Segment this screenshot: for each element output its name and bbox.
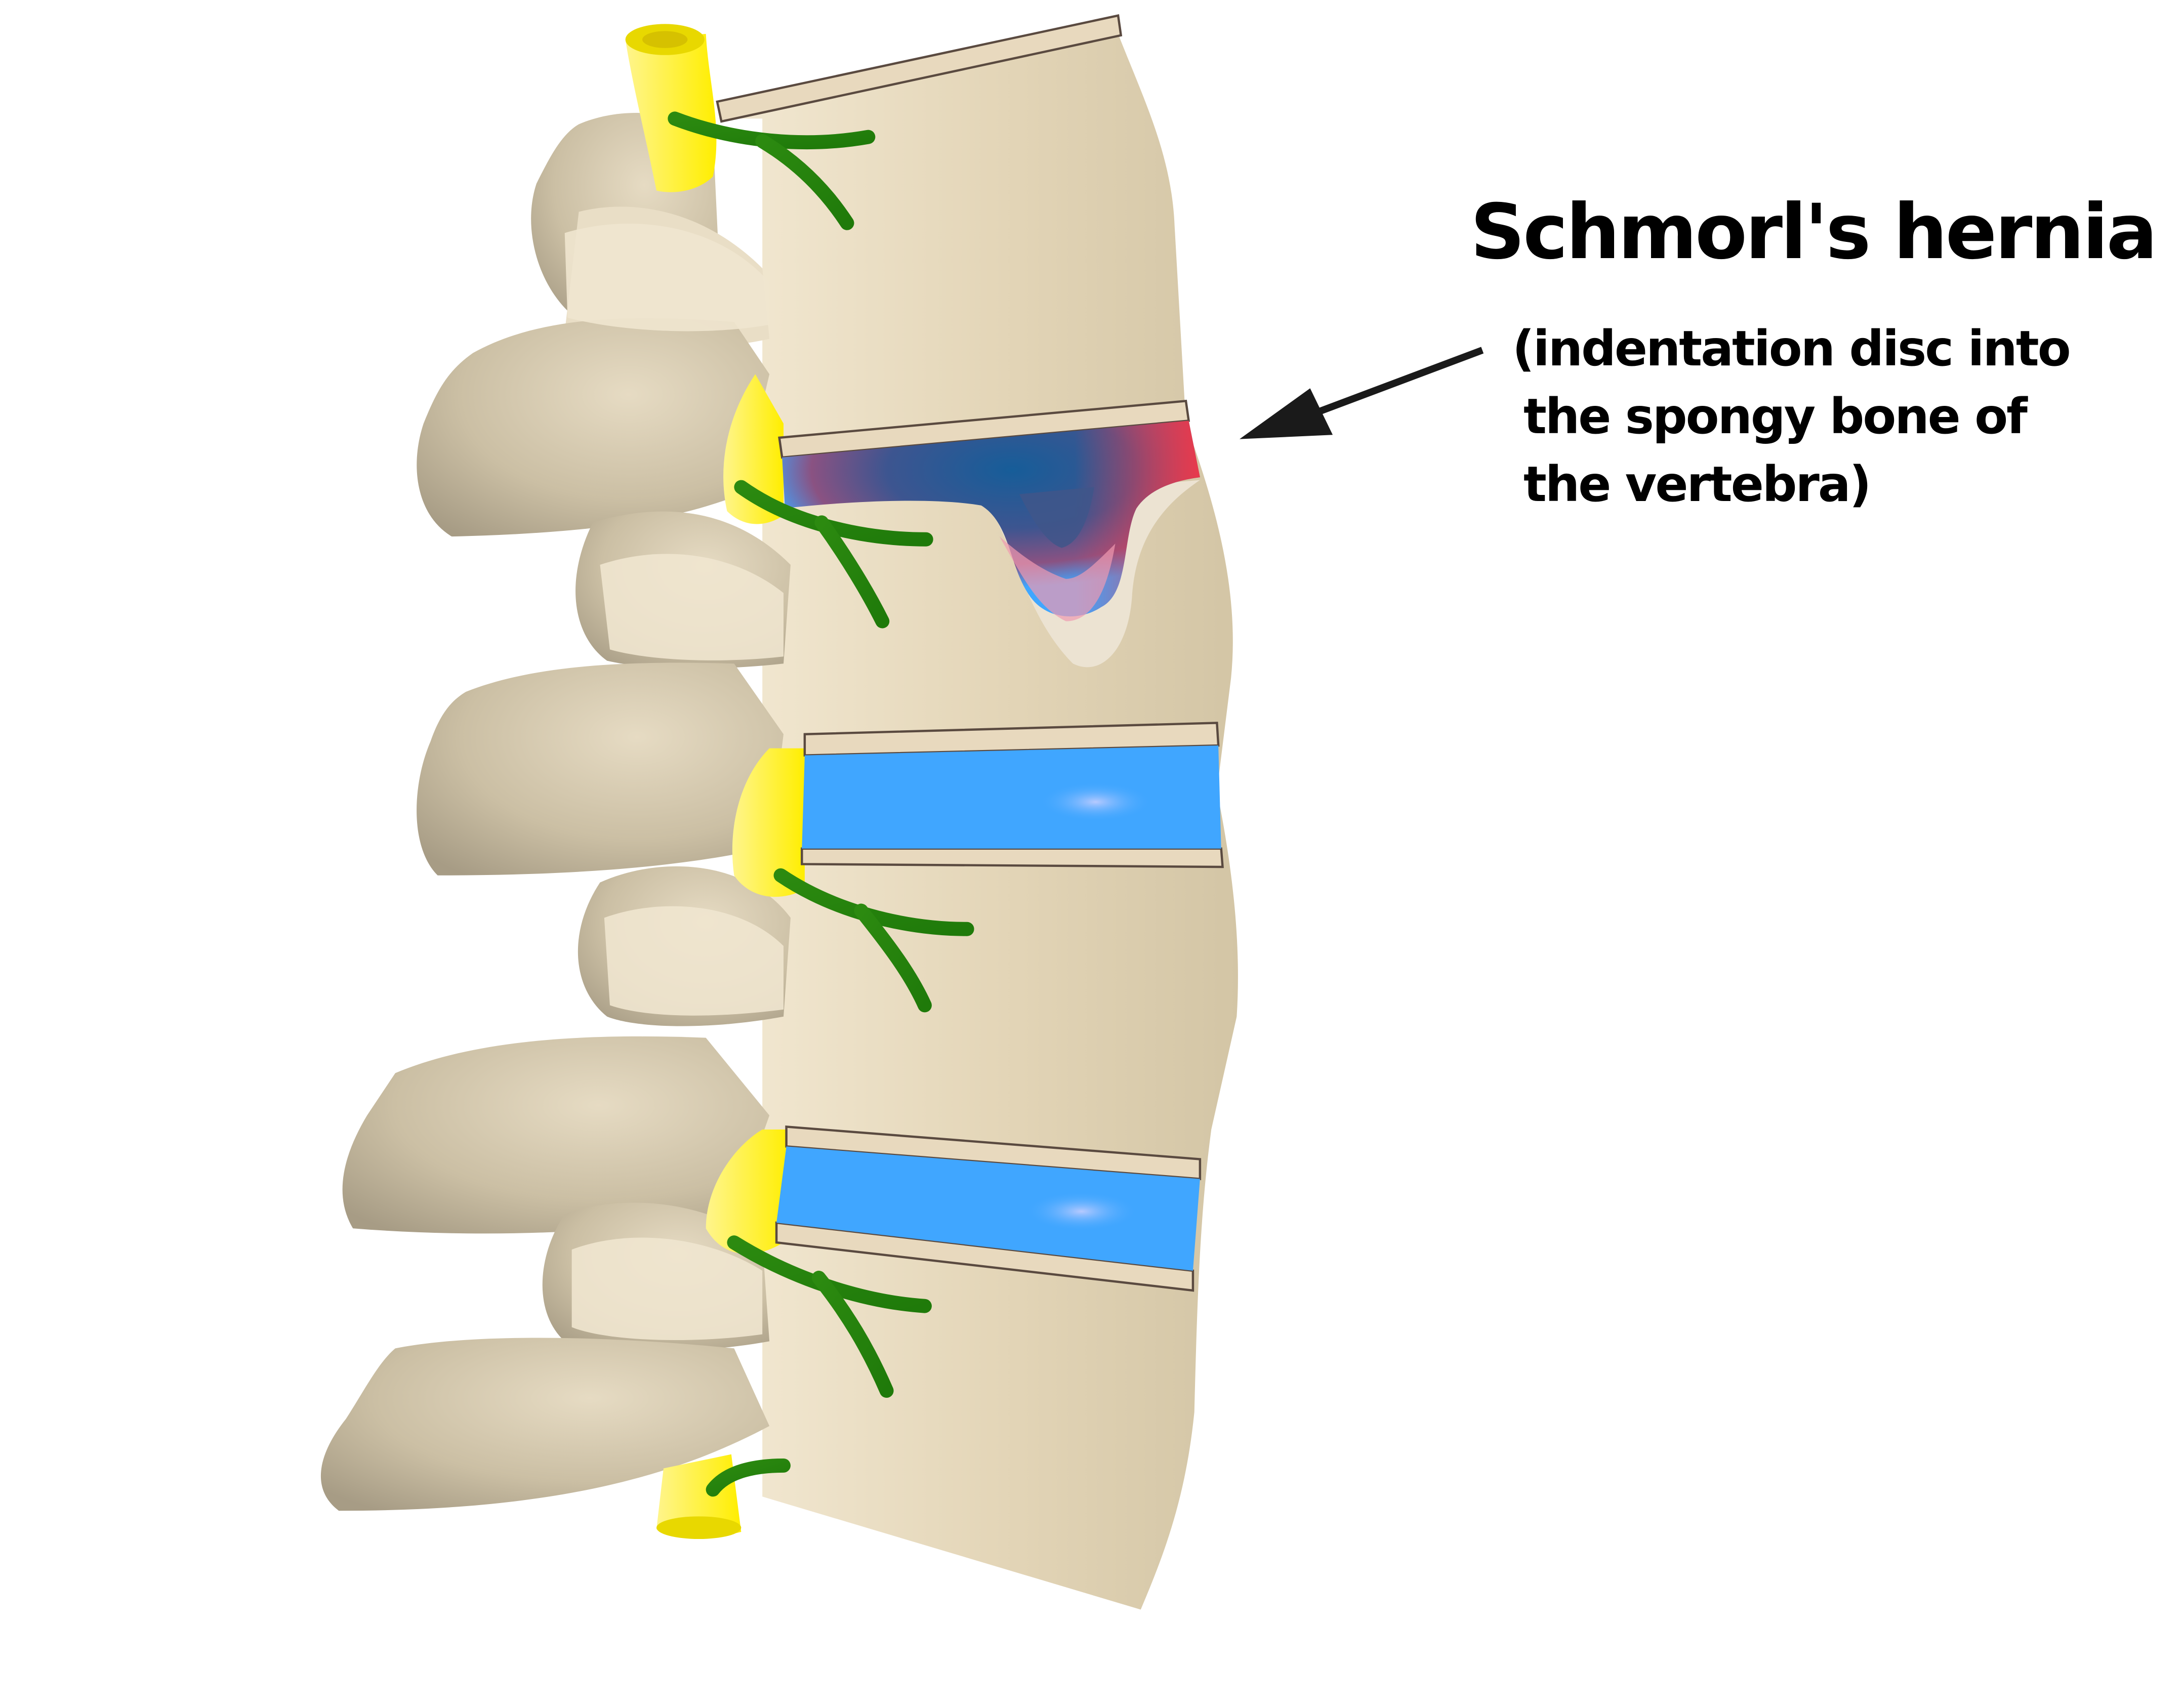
pointer-arrow xyxy=(1239,347,1484,439)
diagram-caption: (indentation disc into the spongy bone o… xyxy=(1512,315,2071,518)
caption-line-1: (indentation disc into xyxy=(1512,320,2071,377)
diagram-title: Schmorl's hernia xyxy=(1470,188,2158,276)
articular-processes xyxy=(564,223,784,1341)
schmorls-node-herniation xyxy=(782,421,1200,668)
caption-line-3: the vertebra) xyxy=(1523,456,1872,513)
nerve-branches xyxy=(668,111,974,1497)
vertebral-endplates xyxy=(716,14,1224,1292)
intervertebral-disc-healthy xyxy=(802,745,1221,849)
caption-line-2: the spongy bone of xyxy=(1523,388,2028,445)
intervertebral-disc-healthy xyxy=(776,1146,1200,1271)
